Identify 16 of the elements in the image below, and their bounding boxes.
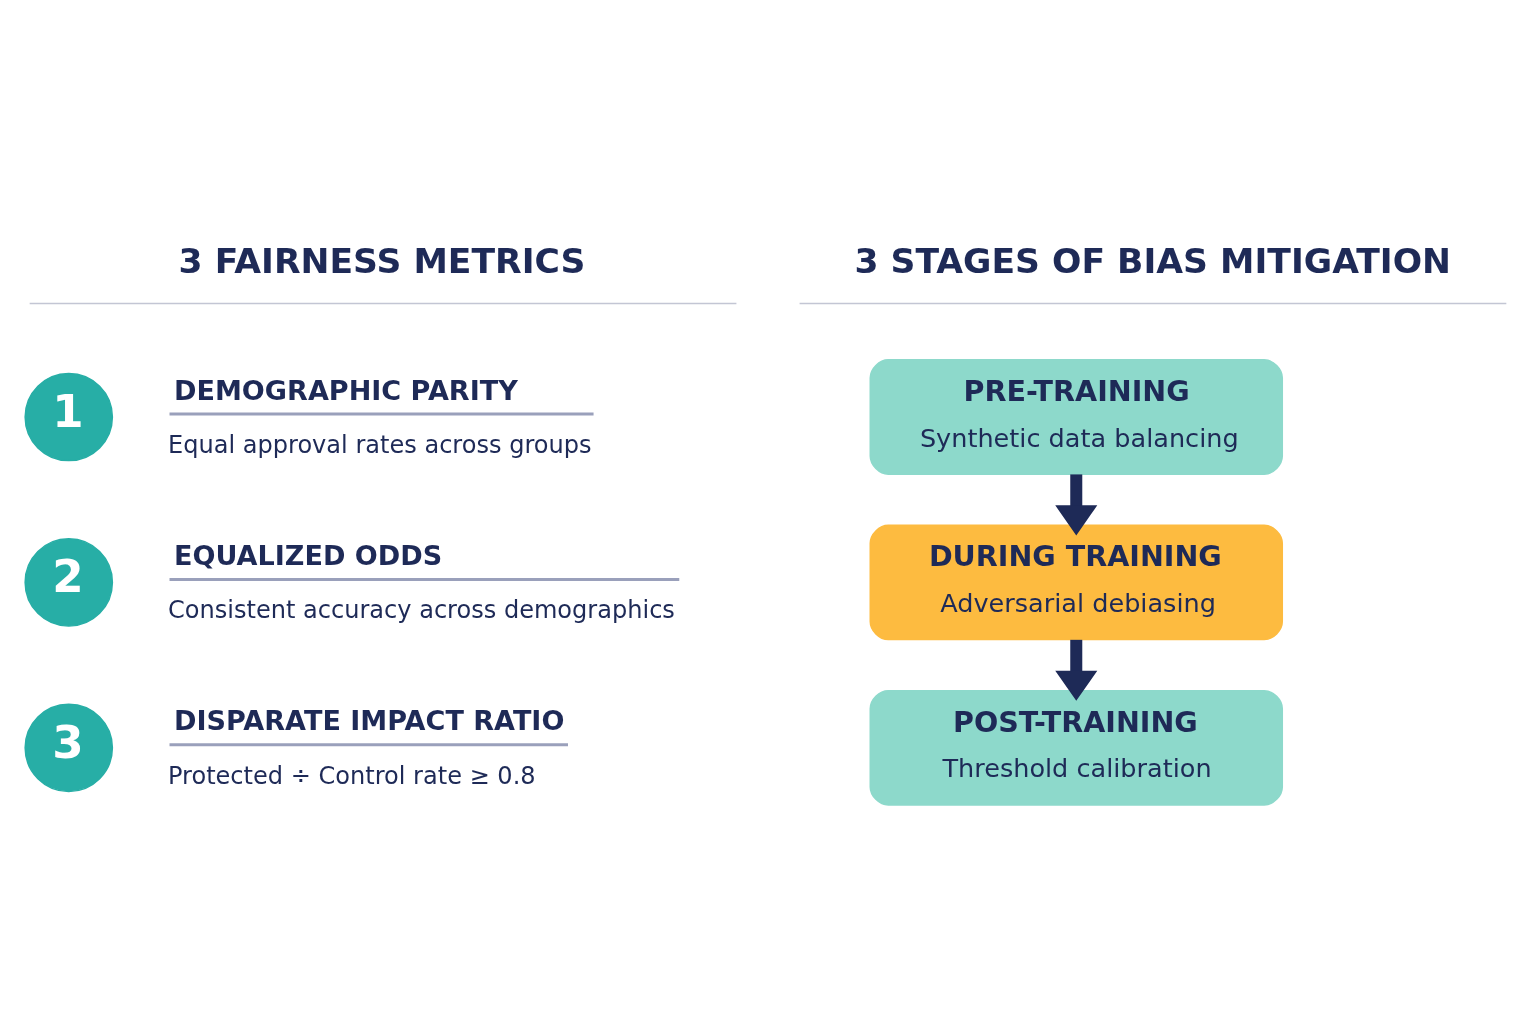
node-label: DEMOGRAPHIC PARITY	[174, 374, 518, 406]
node-circle: 1	[24, 372, 114, 461]
node-box: DURING TRAINING Adversarial debiasing	[869, 524, 1284, 640]
node-box: POST-TRAINING Threshold calibration	[869, 689, 1284, 806]
node-circle: 2	[24, 537, 114, 627]
node-label: Consistent accuracy across demographics	[168, 595, 675, 624]
node-label: Protected ÷ Control rate ≥ 0.8	[168, 761, 536, 790]
node-box: PRE-TRAINING Synthetic data balancing	[869, 358, 1284, 475]
label: 3 STAGES OF BIAS MITIGATION	[854, 240, 1452, 280]
arrow	[1055, 473, 1098, 535]
node-label: EQUALIZED ODDS	[174, 539, 443, 571]
node-label: DISPARATE IMPACT RATIO	[174, 704, 565, 736]
arrow	[1055, 639, 1098, 701]
node-circle: 3	[24, 703, 114, 792]
node-label: Equal approval rates across groups	[168, 430, 592, 459]
label: 3 FAIRNESS METRICS	[178, 240, 586, 280]
